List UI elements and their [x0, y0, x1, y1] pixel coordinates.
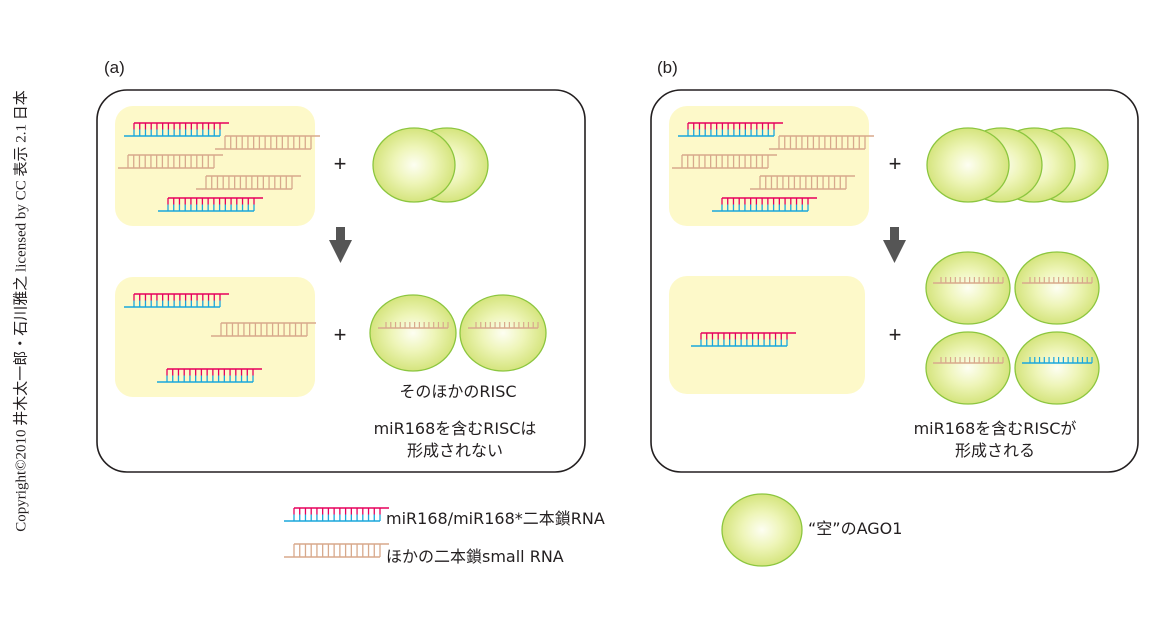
panel-b-pool-after [669, 276, 865, 394]
legend-other-duplex-icon [284, 543, 389, 558]
panel-a-conclusion-line1: miR168を含むRISCは [373, 419, 537, 438]
panel-b-risc-strand-other [933, 277, 1004, 284]
panel-a-before-duplex-mirna [158, 197, 263, 212]
panel-b-frame [650, 89, 1139, 473]
panel-a-loaded-label: そのほかのRISC [399, 382, 517, 401]
panel-b-risc [925, 331, 1011, 405]
panel-b-after-duplex-mirna [691, 332, 796, 347]
panel-a-after-duplex-other [211, 322, 316, 337]
panel-a-after-duplex-mirna [157, 368, 262, 383]
panel-a-after-duplex-mirna [124, 293, 229, 308]
panel-a-risc [459, 294, 547, 372]
panel-a-empty-ago1 [372, 127, 456, 203]
panel-b-risc-strand-other [1022, 277, 1093, 284]
panel-b-before-duplex-other [769, 135, 874, 150]
legend-mirna-duplex-label: miR168/miR168*二本鎖RNA [386, 509, 605, 528]
panel-b-before-duplex-other [672, 154, 777, 169]
panel-b-before-duplex-other [750, 175, 855, 190]
panel-a-before-duplex-other [215, 135, 320, 150]
panel-b-label: (b) [657, 58, 678, 77]
panel-a-label: (a) [104, 58, 125, 77]
panel-a-before-duplex-other [196, 175, 301, 190]
panel-a-before-duplex-other [118, 154, 223, 169]
panel-a-down-arrow [329, 227, 352, 263]
panel-b-before-duplex-mirna [712, 197, 817, 212]
legend-other-duplex-label: ほかの二本鎖small RNA [386, 547, 564, 566]
legend-mirna-duplex-icon [284, 507, 389, 522]
panel-b-plus-after: + [889, 322, 902, 347]
panel-b-empty-ago1 [926, 127, 1010, 203]
panel-b-plus-before: + [889, 151, 902, 176]
panel-a-plus-after: + [334, 322, 347, 347]
panel-a-conclusion-line2: 形成されない [406, 441, 503, 460]
panel-a-risc-strand-other [468, 322, 539, 329]
panel-a-plus-before: + [334, 151, 347, 176]
panel-a-before-duplex-mirna [124, 122, 229, 137]
panel-b-conclusion-line2: 形成される [954, 441, 1035, 460]
panel-b-risc [925, 251, 1011, 325]
panel-a-frame [96, 89, 586, 473]
panel-b-risc [1014, 331, 1100, 405]
panel-b-risc-strand-mirna [1022, 357, 1093, 364]
legend-empty-ago1-icon [721, 493, 803, 567]
panel-b-risc [1014, 251, 1100, 325]
panel-b-down-arrow [883, 227, 906, 263]
panel-a-conclusion: miR168を含むRISCは 形成されない [330, 418, 580, 462]
legend-empty-ago-label: “空”のAGO1 [808, 519, 903, 538]
panel-b-conclusion-line1: miR168を含むRISCが [913, 419, 1077, 438]
panel-a-risc-strand-other [378, 322, 449, 329]
panel-b-risc-strand-other [933, 357, 1004, 364]
panel-a-risc [369, 294, 457, 372]
panel-b-before-duplex-mirna [678, 122, 783, 137]
panel-b-conclusion: miR168を含むRISCが 形成される [870, 418, 1120, 462]
